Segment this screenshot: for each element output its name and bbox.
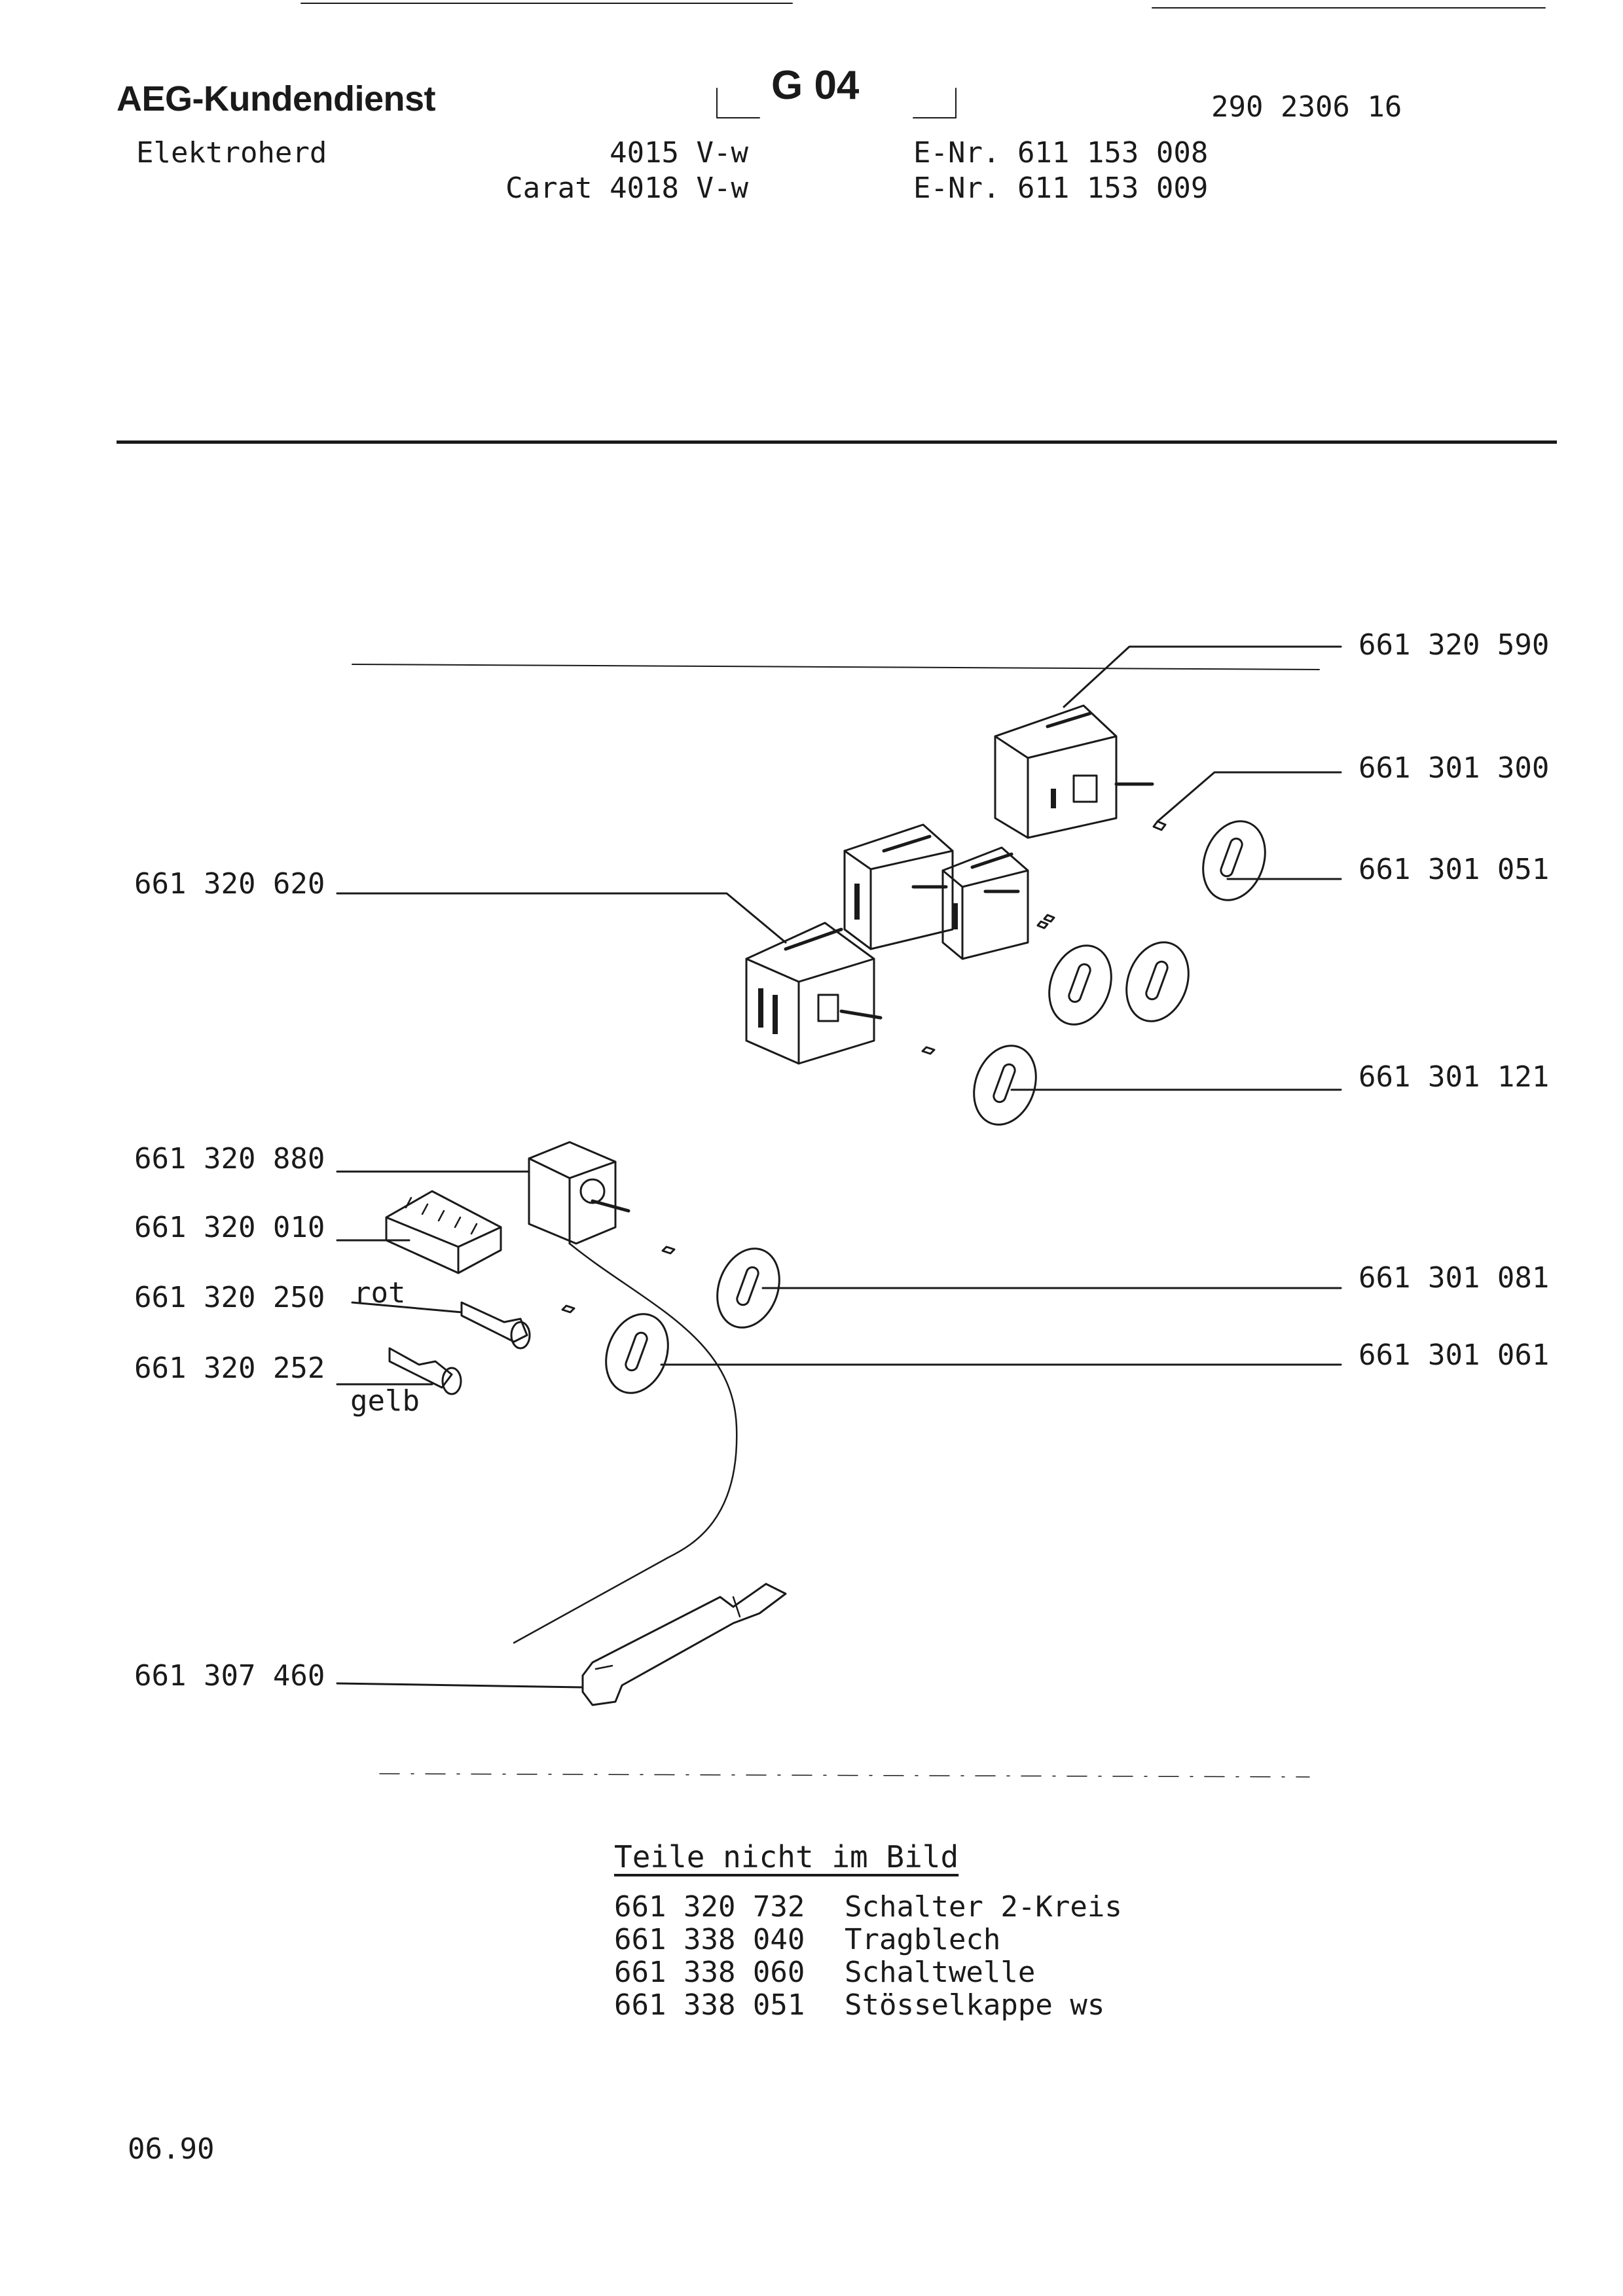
revision-date: 06.90 (128, 2132, 215, 2166)
enr-2: E-Nr. 611 153 009 (913, 171, 1209, 205)
part-number-label: 661 320 010 (134, 1211, 325, 1244)
model-1: 4015 V-w (610, 136, 748, 170)
brand-title: AEG-Kundendienst (117, 79, 436, 118)
not-shown-part-number: 661 338 060 (614, 1956, 805, 1989)
parts-not-shown-title: Teile nicht im Bild (614, 1839, 959, 1874)
header-divider (117, 440, 1557, 444)
not-shown-part-number: 661 338 040 (614, 1923, 805, 1956)
document-number: 290 2306 16 (1211, 90, 1402, 124)
model-2: Carat 4018 V-w (505, 171, 748, 205)
part-number-label: 661 301 121 (1359, 1060, 1550, 1094)
part-number-label: 661 301 051 (1359, 853, 1550, 886)
part-number-label: 661 320 880 (134, 1142, 325, 1175)
enr-1: E-Nr. 611 153 008 (913, 136, 1209, 170)
part-number-label: 661 301 300 (1359, 751, 1550, 785)
part-number-label: 661 320 590 (1359, 628, 1550, 662)
part-number-label: 661 320 250 (134, 1281, 325, 1314)
part-number-label: 661 320 620 (134, 867, 325, 901)
not-shown-part-name: Schaltwelle (845, 1956, 1036, 1989)
part-number-label: 661 320 252 (134, 1352, 325, 1385)
appliance-type: Elektroherd (136, 136, 327, 170)
part-number-label: 661 307 460 (134, 1659, 325, 1693)
not-shown-part-number: 661 320 732 (614, 1890, 805, 1924)
group-code: G 04 (771, 63, 860, 108)
part-number-label: 661 301 061 (1359, 1338, 1550, 1372)
part-number-label: 661 301 081 (1359, 1261, 1550, 1295)
wire-color-note-gelb: gelb (350, 1384, 420, 1418)
not-shown-part-number: 661 338 051 (614, 1988, 805, 2022)
not-shown-part-name: Schalter 2-Kreis (845, 1890, 1122, 1924)
not-shown-part-name: Stösselkappe ws (845, 1988, 1105, 2022)
wire-color-note-rot: rot (354, 1276, 406, 1310)
not-shown-part-name: Tragblech (845, 1923, 1001, 1956)
